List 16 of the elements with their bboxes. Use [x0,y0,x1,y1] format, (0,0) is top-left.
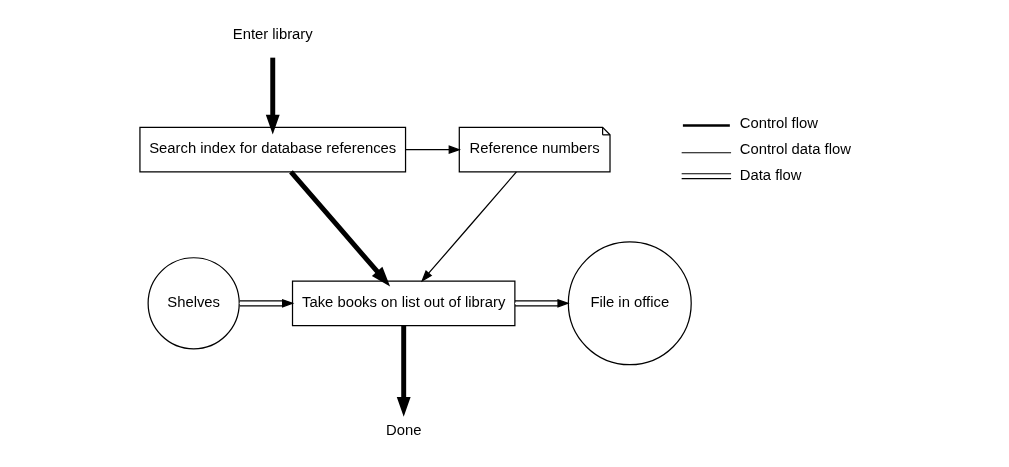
arrow [265,57,280,135]
arrow [404,145,461,154]
node-text: Enter library [232,26,313,43]
legend-label: Control data flow [739,141,851,158]
arrow [238,298,294,308]
node-text: Done [385,422,421,439]
legend-label: Control flow [739,115,818,132]
node-box: Search index for database references [138,126,406,173]
node-circle: File in office [567,241,692,366]
arrow [513,298,570,308]
arrow [420,171,517,283]
arrow [288,170,390,287]
node-circle: Shelves [147,257,240,350]
legend-label: Data flow [739,167,801,184]
node-box: Take books on list out of library [291,280,515,327]
arrow [396,325,411,417]
